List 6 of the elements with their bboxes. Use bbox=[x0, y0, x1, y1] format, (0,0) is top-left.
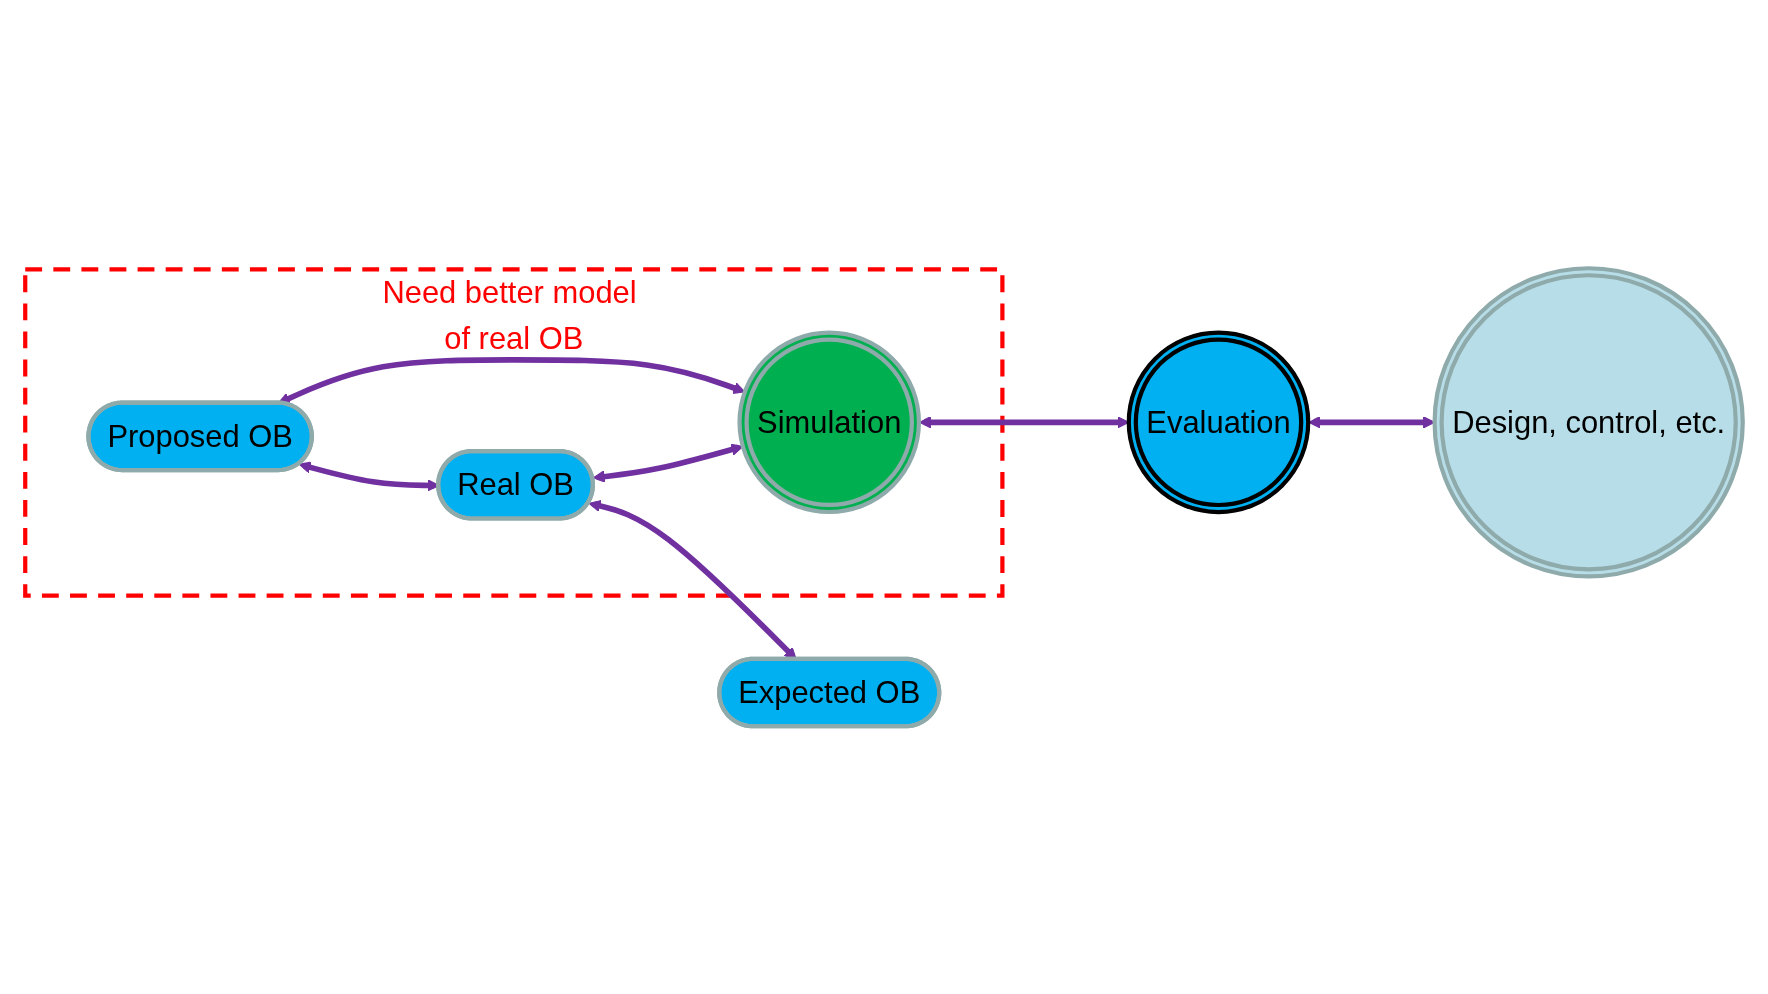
arrow bbox=[588, 499, 797, 660]
node-circle bbox=[1126, 330, 1311, 514]
diagram: Need better model of real OB Proposed OB Real OB Simulation Expected OB Evaluation Design, control, etc. bbox=[14, 256, 1754, 738]
node-circle bbox=[737, 330, 921, 514]
node-circle bbox=[1432, 265, 1745, 579]
cluster bbox=[23, 267, 1005, 598]
